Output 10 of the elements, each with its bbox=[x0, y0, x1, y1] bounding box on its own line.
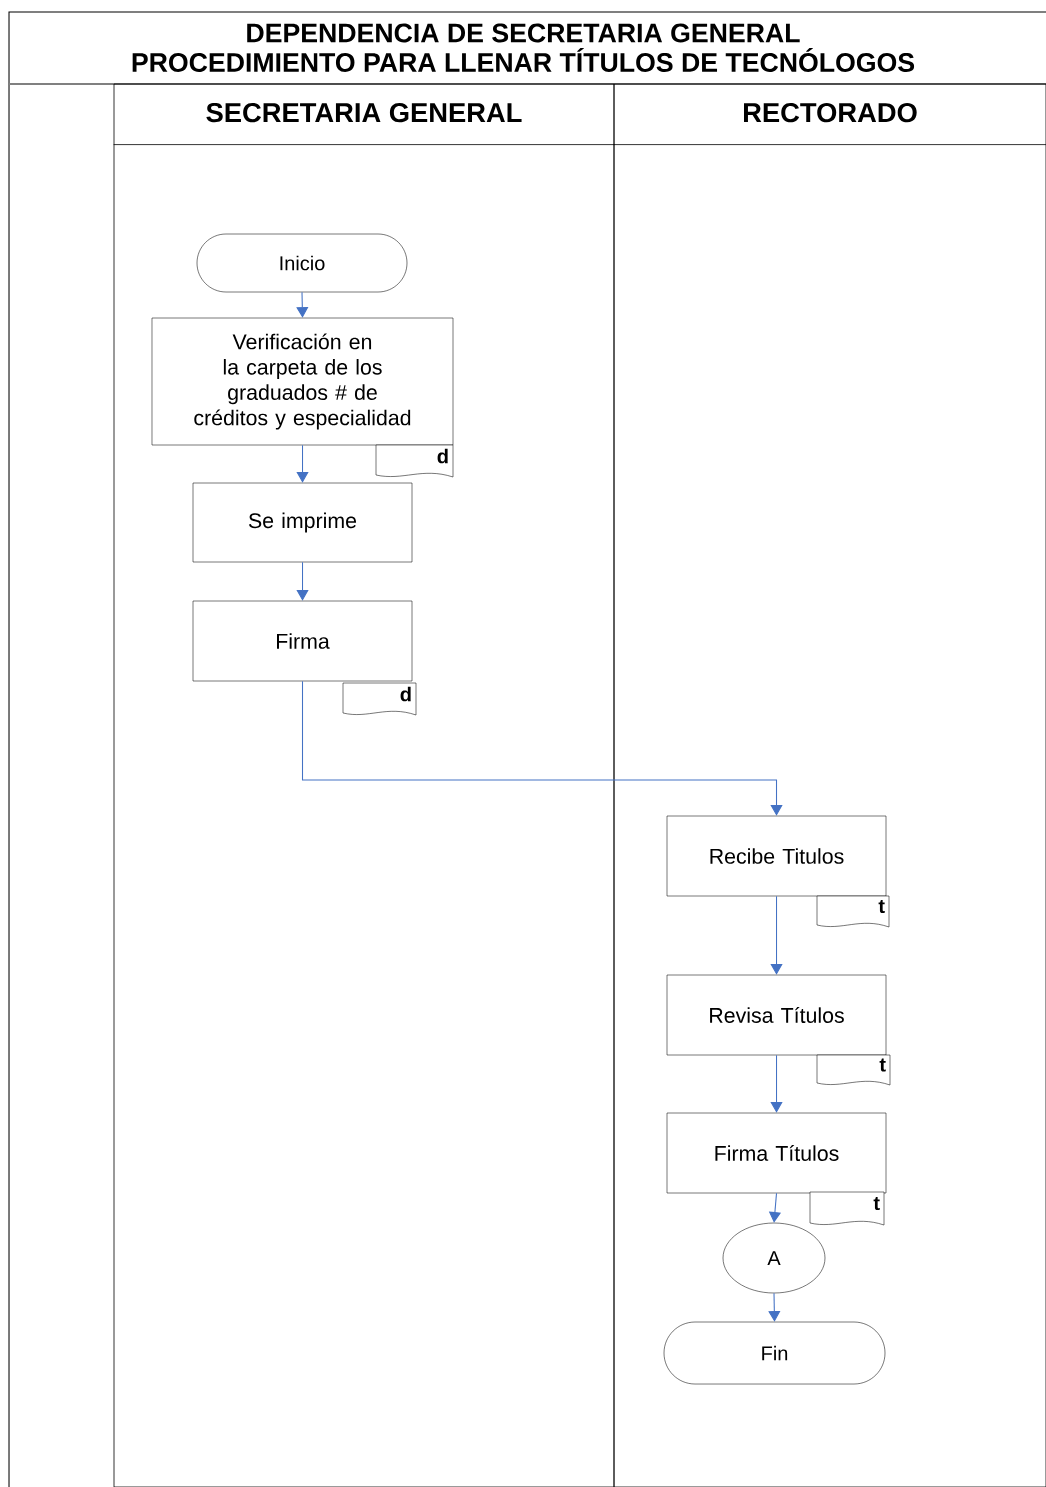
arrow bbox=[768, 1292, 781, 1322]
arrow bbox=[301, 680, 783, 816]
arrow bbox=[770, 895, 783, 975]
process-box: Se imprime bbox=[192, 482, 413, 563]
title: DEPENDENCIA DE SECRETARIA GENERAL bbox=[247, 23, 800, 43]
arrow bbox=[296, 444, 309, 483]
arrow bbox=[296, 561, 309, 601]
arrow bbox=[296, 291, 309, 318]
arrow bbox=[770, 1054, 783, 1113]
title: PROCEDIMIENTO PARA LLENAR TÍTULOS DE TECNÓLOGOS bbox=[132, 48, 915, 72]
